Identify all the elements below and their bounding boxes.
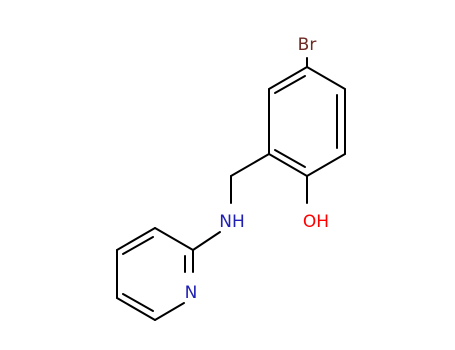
pyridine-bond-inner (122, 236, 154, 255)
ring-bond (268, 153, 308, 177)
ring-bond (306, 66, 346, 90)
hydroxyl-label: OH (303, 212, 329, 232)
amine-label: NH (219, 212, 245, 232)
pyridine-bond (116, 227, 156, 251)
pyridine-nitrogen-label: N (185, 283, 198, 303)
ring-bond-inner (274, 149, 306, 168)
ring-bond-inner (274, 75, 306, 94)
pyridine-bond-inner (122, 293, 154, 312)
pyridine-bond (154, 227, 194, 251)
pyridine-bond (154, 302, 185, 321)
ring-bond (268, 66, 308, 90)
ring-bond (306, 153, 346, 177)
amine-pyridine-bond (192, 231, 221, 251)
bromine-label: Br (298, 35, 317, 55)
methylene-bond (230, 153, 270, 177)
pyridine-bond (116, 297, 156, 321)
